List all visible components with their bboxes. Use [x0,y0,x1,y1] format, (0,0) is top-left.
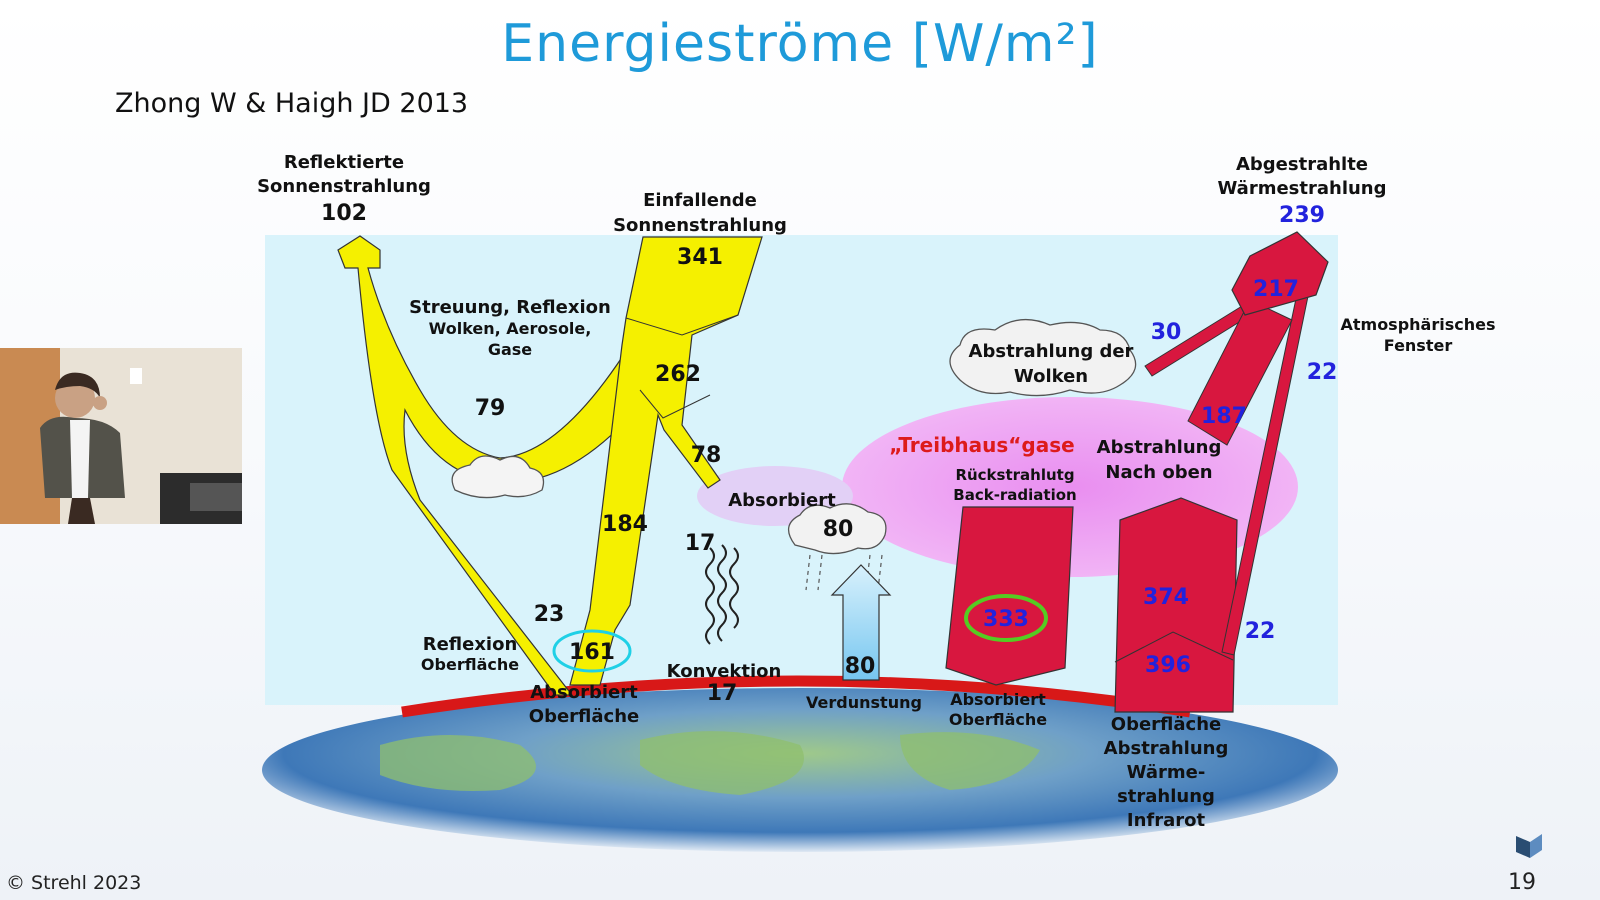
value-217: 217 [1253,277,1299,302]
clouds-emission-label-line2: Wolken [1014,366,1088,387]
incoming-flow-divider [625,314,739,336]
absorbed-surface2-label-line1: Absorbiert [950,690,1046,709]
reflected-title-line1: Reflektierte [284,152,404,173]
absorbed-atmosphere-label: Absorbiert [728,490,836,511]
value-374: 374 [1143,585,1189,610]
value-17-bottom: 17 [707,681,738,706]
incoming-flow-divider-lower [639,389,711,419]
absorbed-surface2-label-line2: Oberfläche [949,710,1047,729]
upward-emission-label-line2: Nach oben [1105,462,1212,483]
value-17-convection: 17 [685,531,716,556]
slide-title: Energieströme [W/m²] [501,14,1099,74]
presenter-illustration [0,348,242,524]
absorbed-surface-label-line1: Absorbiert [530,682,638,703]
value-187: 187 [1201,404,1247,429]
value-396: 396 [1145,653,1191,678]
value-30: 30 [1151,320,1182,345]
value-22-bottom: 22 [1245,619,1276,644]
window-label-line2: Fenster [1384,336,1453,355]
surface-emission-label-line1: Oberfläche [1111,714,1221,735]
value-161: 161 [569,640,615,665]
incoming-value: 341 [677,245,723,270]
scatter-label-line3: Gase [488,340,532,359]
reflexion-label-line2: Oberfläche [421,655,519,674]
value-262: 262 [655,362,701,387]
atmosphere-emission-arrow [1187,299,1293,446]
convection-label: Konvektion [667,661,782,682]
surface-emission-label-line2: Abstrahlung [1104,738,1229,759]
value-22-top: 22 [1307,360,1338,385]
reflected-title-line2: Sonnenstrahlung [257,176,431,197]
presenter-video[interactable] [0,348,242,524]
surface-emission-label-line5: Infrarot [1127,810,1206,831]
incoming-title-line1: Einfallende [643,190,757,211]
incoming-sunlight-arrow [569,236,763,686]
earth-globe [262,688,1338,852]
clouds-emission-label-line1: Abstrahlung der [969,341,1134,362]
greenhouse-gas-label: „Treibhaus“gase [889,433,1074,457]
convection-icon [705,544,739,645]
outgoing-value: 239 [1279,203,1325,228]
outgoing-title-line2: Wärmestrahlung [1217,178,1386,199]
surface-line [401,675,1191,718]
window-label-line1: Atmosphärisches [1340,315,1495,334]
value-80-evaporation: 80 [845,654,876,679]
slide-subtitle: Zhong W & Haigh JD 2013 [115,88,469,119]
value-80-cloud: 80 [823,517,854,542]
absorbed-surface-label-line2: Oberfläche [529,706,639,727]
surface-emission-divider [1114,631,1234,663]
cloud-icon-clouds-emission [949,318,1137,397]
outgoing-longwave-arrow [1231,231,1329,316]
value-23: 23 [534,602,565,627]
cloud-icon-evaporation [788,503,887,555]
reflexion-label-line1: Reflexion [423,634,518,655]
cloud-icon [451,455,545,499]
incoming-title-line2: Sonnenstrahlung [613,215,787,236]
value-184: 184 [602,512,648,537]
evaporation-arrow [830,564,892,681]
value-79: 79 [475,396,506,421]
scatter-label-line2: Wolken, Aerosole, [429,319,592,338]
page-number: 19 [1508,870,1536,895]
evaporation-label: Verdunstung [806,693,922,712]
scatter-label-line1: Streuung, Reflexion [409,297,611,318]
value-333: 333 [983,607,1029,632]
back-radiation-label-line2: Back-radiation [953,486,1076,504]
surface-emission-label-line4: strahlung [1117,786,1215,807]
presentation-logo-icon [1516,834,1542,858]
back-radiation-label-line1: Rückstrahlutg [955,466,1074,484]
upward-emission-label-line1: Abstrahlung [1097,437,1222,458]
highlight-circle-333 [964,594,1048,642]
reflected-value: 102 [321,201,367,226]
surface-emission-label-line3: Wärme- [1127,762,1206,783]
value-78: 78 [691,443,722,468]
earth-continents [380,731,1040,795]
copyright-footer: © Strehl 2023 [6,872,142,894]
highlight-circle-161 [552,629,632,673]
outgoing-title-line1: Abgestrahlte [1236,154,1368,175]
